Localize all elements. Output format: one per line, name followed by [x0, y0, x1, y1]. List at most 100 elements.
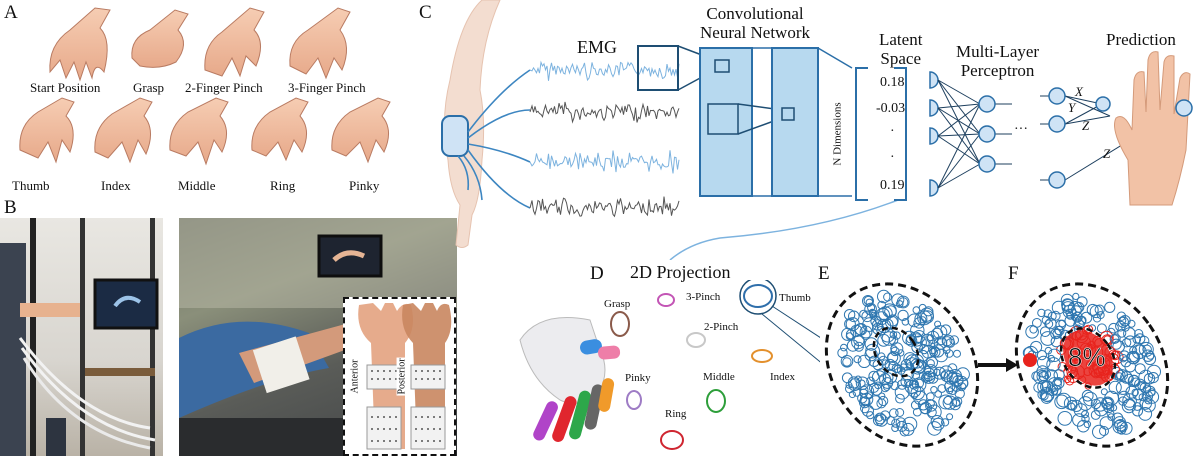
cluster-point — [1129, 346, 1138, 355]
emg-label: EMG — [577, 37, 617, 57]
cluster-point — [1104, 301, 1116, 314]
cluster-point — [848, 310, 860, 323]
cluster-point — [1138, 369, 1154, 385]
cluster-point — [846, 339, 860, 352]
cluster-point — [844, 318, 856, 330]
cnn-kernel-2 — [707, 103, 739, 135]
mlp-output-node — [1048, 87, 1066, 105]
cluster-point — [898, 297, 909, 308]
cluster-point — [853, 355, 862, 364]
cluster-point — [1117, 328, 1127, 338]
overlap-edge-point — [1023, 353, 1037, 367]
cluster-point — [1073, 403, 1088, 418]
cluster-point — [875, 414, 888, 427]
cluster-point — [1093, 402, 1108, 417]
cluster-point — [934, 320, 942, 328]
cluster-point — [912, 306, 921, 314]
cluster-point — [842, 357, 852, 367]
axis-label-z: Z — [1082, 118, 1090, 133]
cluster-point — [1090, 410, 1101, 420]
cluster-label-2pinch: 2-Pinch — [704, 321, 739, 333]
cluster-point — [946, 413, 954, 421]
cluster-point — [1054, 394, 1069, 410]
cluster-point — [876, 326, 886, 336]
cluster-point — [1070, 305, 1082, 316]
cluster-point — [1119, 421, 1133, 435]
cluster-point — [1147, 364, 1161, 379]
cluster-point — [957, 378, 969, 389]
cluster-point — [868, 395, 883, 410]
cluster-point — [891, 424, 899, 433]
cluster-point — [1108, 322, 1119, 334]
cluster-point — [1072, 292, 1080, 300]
subject-arm-photo — [179, 218, 457, 456]
mlp-output-node — [1048, 171, 1066, 189]
outer-ellipse-f — [1014, 282, 1170, 448]
cluster-point — [938, 394, 954, 410]
cluster-point — [940, 324, 952, 336]
cluster-point — [896, 295, 910, 309]
cluster-point — [937, 384, 947, 393]
cluster-point — [1076, 296, 1088, 308]
gesture-hands-illustration — [19, 7, 391, 166]
cluster-point — [1128, 352, 1139, 363]
cluster-point — [1052, 377, 1065, 390]
cluster-point — [1045, 383, 1059, 396]
cluster-point — [1053, 377, 1063, 387]
cluster-point — [902, 416, 918, 432]
cluster-point — [1138, 407, 1153, 421]
cluster-point — [919, 401, 933, 415]
cluster-thumb — [743, 284, 773, 308]
cluster-point — [1044, 346, 1053, 355]
cluster-point — [1036, 370, 1050, 383]
cluster-label-index: Index — [770, 371, 796, 383]
cluster-point — [860, 396, 871, 407]
cluster-point — [864, 337, 878, 351]
cluster-point — [930, 386, 938, 394]
cluster-point — [919, 344, 930, 355]
cluster-point — [890, 342, 904, 355]
latent-space-label: Latent Space — [879, 30, 923, 68]
cluster-point — [866, 411, 875, 420]
cluster-point — [1100, 388, 1108, 396]
latent-value-2: · — [890, 124, 895, 139]
cluster-point — [1031, 371, 1041, 381]
cluster-point — [881, 331, 897, 346]
cluster-point — [1115, 380, 1130, 395]
cluster-point — [868, 308, 877, 317]
cluster-label-3pinch: 3-Pinch — [686, 291, 721, 303]
cluster-point — [913, 317, 925, 329]
cluster-scatter-e — [837, 289, 970, 437]
cluster-point — [841, 327, 855, 341]
cluster-point — [1071, 311, 1083, 323]
cluster-point — [926, 392, 935, 401]
cluster-point — [905, 334, 918, 347]
thumb-zoom-circle — [739, 280, 777, 315]
cluster-point — [912, 377, 927, 392]
panel-label-c: C — [419, 2, 432, 23]
mlp-ellipsis: ··· — [1014, 122, 1028, 137]
prediction-joint — [1175, 99, 1193, 117]
cluster-point — [1037, 308, 1046, 318]
latent-value-3: · — [890, 150, 895, 165]
cluster-point — [874, 412, 887, 425]
overlap-region — [1063, 330, 1113, 386]
cluster-point — [922, 370, 936, 384]
cluster-point — [882, 303, 897, 318]
cluster-point — [1061, 298, 1074, 311]
cluster-point — [1063, 375, 1072, 384]
cluster-point — [886, 416, 896, 426]
latent-value-0: 0.18 — [880, 75, 905, 90]
emg-window-box — [637, 45, 679, 91]
cluster-point — [863, 295, 874, 306]
cluster-pinky — [626, 390, 642, 410]
cluster-point — [1131, 405, 1144, 417]
cluster-point — [905, 354, 920, 369]
mlp-label: Multi-Layer Perceptron — [956, 42, 1040, 80]
mlp-input-node — [929, 99, 939, 117]
cluster-point — [878, 395, 889, 407]
latent-value-4: 0.19 — [880, 178, 905, 193]
cluster-point — [883, 292, 893, 302]
cluster-point — [1045, 317, 1057, 330]
cluster-point — [865, 343, 880, 359]
